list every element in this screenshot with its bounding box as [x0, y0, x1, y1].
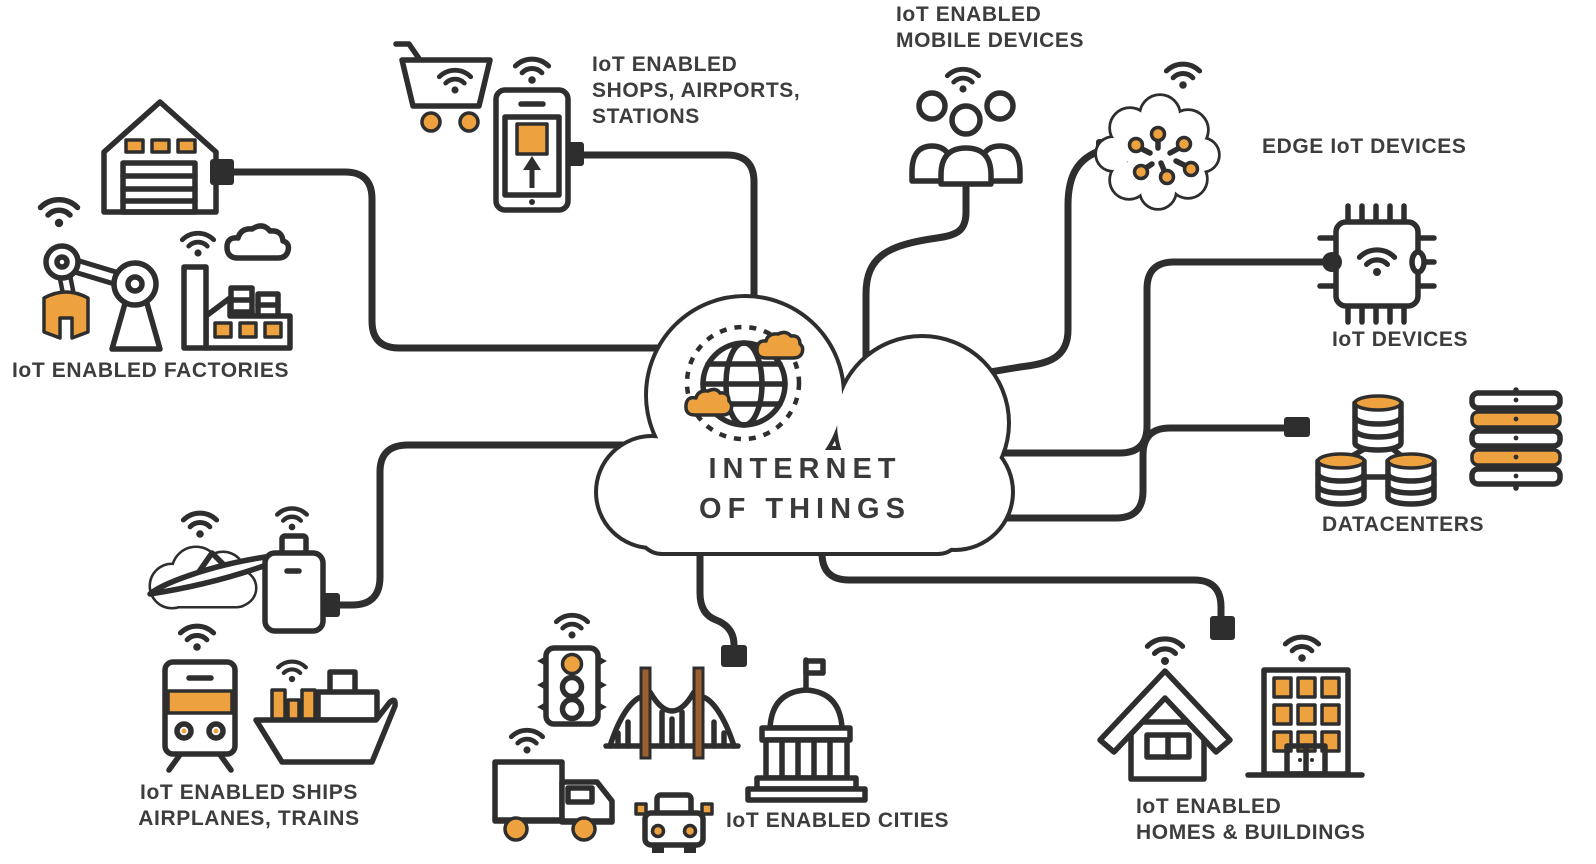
plug-icon — [210, 159, 234, 185]
node-ships-airplanes-trains — [147, 508, 398, 773]
wifi-icon — [1147, 639, 1182, 665]
cargo-ship-icon — [253, 669, 398, 765]
wifi-icon — [278, 662, 306, 683]
bridge-icon — [603, 666, 741, 760]
plug-icon — [1210, 616, 1235, 640]
node-factories — [41, 99, 293, 352]
wifi-icon — [515, 59, 548, 84]
house-icon — [1097, 668, 1233, 782]
cloud-title-line1: INTERNET — [708, 453, 902, 485]
airplane-icon — [147, 545, 283, 610]
plug-icon — [1284, 417, 1310, 437]
server-rack-icon — [1469, 387, 1563, 491]
label-edge-devices: EDGE IoT DEVICES — [1262, 135, 1467, 158]
node-mobile-devices — [909, 69, 1023, 187]
traffic-light-icon — [537, 645, 607, 727]
node-iot-devices — [1317, 203, 1437, 325]
factory-icon — [181, 223, 293, 351]
microchip-icon — [1317, 203, 1437, 325]
wifi-icon — [1285, 637, 1318, 662]
wifi-icon — [1166, 64, 1199, 89]
building-icon — [1245, 667, 1365, 778]
database-cluster-icon — [1315, 394, 1437, 507]
label-factories: IoT ENABLED FACTORIES — [12, 359, 290, 382]
plug-icon — [1322, 252, 1342, 272]
wifi-icon — [180, 626, 213, 651]
people-group-icon — [909, 90, 1023, 187]
wifi-icon — [183, 513, 216, 538]
label-homes-buildings: IoT ENABLED HOMES & BUILDINGS — [1136, 795, 1366, 844]
wifi-icon — [277, 508, 307, 530]
truck-icon — [492, 759, 615, 842]
plug-icon — [721, 645, 747, 667]
brain-icon — [1094, 93, 1221, 211]
internet-of-things-cloud — [594, 294, 1015, 556]
cloud-title-line2: OF THINGS — [699, 493, 911, 525]
wifi-icon — [182, 233, 213, 256]
shopping-cart-icon — [393, 41, 493, 133]
suitcase-icon — [262, 533, 340, 634]
wifi-icon — [556, 615, 587, 638]
smartphone-icon — [493, 87, 584, 213]
node-homes-buildings — [1097, 616, 1365, 782]
label-shops: IoT ENABLED SHOPS, AIRPORTS, STATIONS — [592, 53, 801, 128]
label-mobile-devices: IoT ENABLED MOBILE DEVICES — [896, 3, 1085, 52]
car-icon — [634, 792, 714, 853]
label-ships-airplanes-trains: IoT ENABLED SHIPS AIRPLANES, TRAINS — [138, 781, 360, 830]
node-edge-devices — [1094, 64, 1221, 211]
label-datacenters: DATACENTERS — [1322, 513, 1485, 536]
wifi-icon — [41, 200, 78, 227]
node-datacenters — [1284, 387, 1563, 507]
wifi-icon — [511, 730, 542, 753]
globe-cloud-icon — [684, 324, 805, 442]
train-icon — [162, 659, 238, 773]
label-iot-devices: IoT DEVICES — [1332, 328, 1469, 351]
warehouse-icon — [101, 99, 234, 215]
label-cities: IoT ENABLED CITIES — [726, 809, 950, 832]
node-shops — [393, 41, 584, 213]
node-cities — [492, 615, 868, 853]
capitol-icon — [745, 657, 868, 803]
connector-wires — [228, 146, 1326, 654]
wifi-icon — [947, 69, 978, 92]
robot-arm-icon — [42, 243, 163, 352]
